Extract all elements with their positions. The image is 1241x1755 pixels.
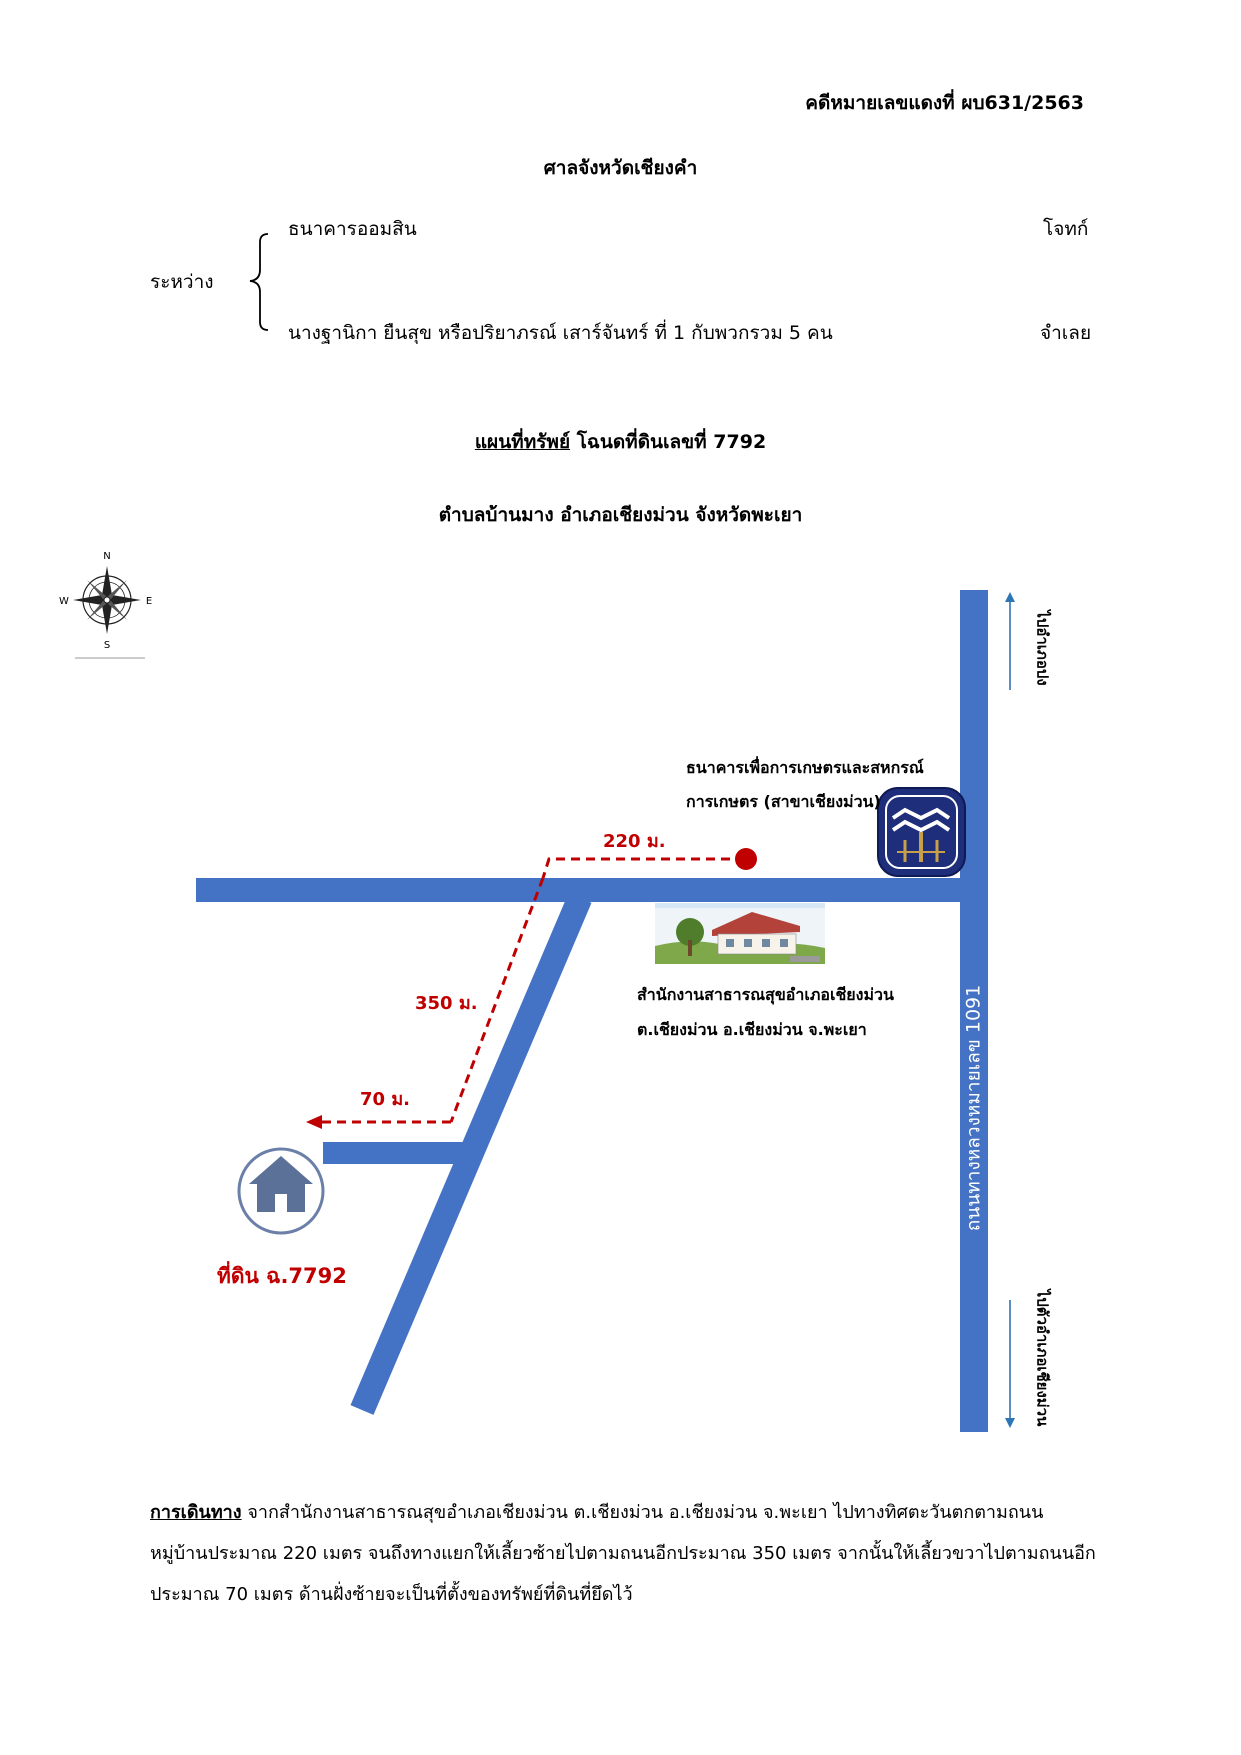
bank-logo-icon <box>877 787 966 877</box>
route-segment-350 <box>449 877 545 1123</box>
compass-w: W <box>59 596 69 607</box>
distance-70-label: 70 ม. <box>360 1089 411 1110</box>
health-office-label-line1: สำนักงานสาธารณสุขอำเภอเชียงม่วน <box>637 985 894 1004</box>
court-name: ศาลจังหวัดเชียงคำ <box>543 157 698 179</box>
health-office-picture <box>655 903 825 964</box>
route-segment-220 <box>541 857 745 879</box>
to-chiangmuan-label: ไปตัวอำเภอเชียงม่วน <box>1034 1288 1053 1427</box>
deed-number: โฉนดที่ดินเลขที่ 7792 <box>570 431 767 453</box>
party-brace <box>249 233 269 331</box>
to-pong-arrow <box>1005 592 1015 690</box>
side-road <box>350 893 592 1415</box>
compass-e: E <box>146 596 152 607</box>
case-number: คดีหมายเลขแดงที่ ผบ631/2563 <box>805 92 1084 114</box>
bank-label-line1: ธนาคารเพื่อการเกษตรและสหกรณ์ <box>686 758 924 777</box>
distance-220-label: 220 ม. <box>603 831 666 852</box>
access-road <box>323 1142 468 1164</box>
land-parcel-label: ที่ดิน ฉ.7792 <box>217 1264 347 1288</box>
highway-1091 <box>960 590 988 1432</box>
route-arrowhead <box>306 1115 322 1129</box>
defendant-name: นางฐานิกา ยืนสุข หรือปริยาภรณ์ เสาร์จันท… <box>288 322 833 344</box>
location-title: ตำบลบ้านมาง อำเภอเชียงม่วน จังหวัดพะเยา <box>438 504 803 526</box>
house-icon <box>237 1147 325 1235</box>
map-title: แผนที่ทรัพย์ โฉนดที่ดินเลขที่ 7792 <box>0 427 1241 457</box>
between-label: ระหว่าง <box>150 271 214 293</box>
map-title-label: แผนที่ทรัพย์ <box>474 431 571 453</box>
compass-rose-icon: N S E W <box>59 551 152 659</box>
highway-label: ถนนทางหลวงหมายเลข 1091 <box>963 985 985 1231</box>
directions-text: จากสำนักงานสาธารณสุขอำเภอเชียงม่วน ต.เชี… <box>150 1502 1096 1605</box>
directions-label: การเดินทาง <box>150 1502 242 1523</box>
defendant-role: จำเลย <box>1040 322 1092 344</box>
distance-350-label: 350 ม. <box>415 993 478 1014</box>
health-office-label-line2: ต.เชียงม่วน อ.เชียงม่วน จ.พะเยา <box>637 1020 867 1039</box>
start-point-marker <box>735 848 757 870</box>
directions-paragraph: การเดินทาง จากสำนักงานสาธารณสุขอำเภอเชีย… <box>150 1492 1100 1615</box>
plaintiff-role: โจทก์ <box>1043 218 1089 240</box>
to-pong-label: ไปอำเภอปง <box>1034 608 1053 685</box>
village-road <box>196 878 983 902</box>
compass-n: N <box>103 551 110 562</box>
plaintiff-name: ธนาคารออมสิน <box>288 218 417 240</box>
compass-s: S <box>104 640 110 651</box>
map-canvas: ถนนทางหลวงหมายเลข 1091 ไปอำเภอปง ไปตัวอำ… <box>196 590 1053 1432</box>
to-chiangmuan-arrow <box>1005 1300 1015 1428</box>
bank-label-line2: การเกษตร (สาขาเชียงม่วน) <box>686 792 881 811</box>
